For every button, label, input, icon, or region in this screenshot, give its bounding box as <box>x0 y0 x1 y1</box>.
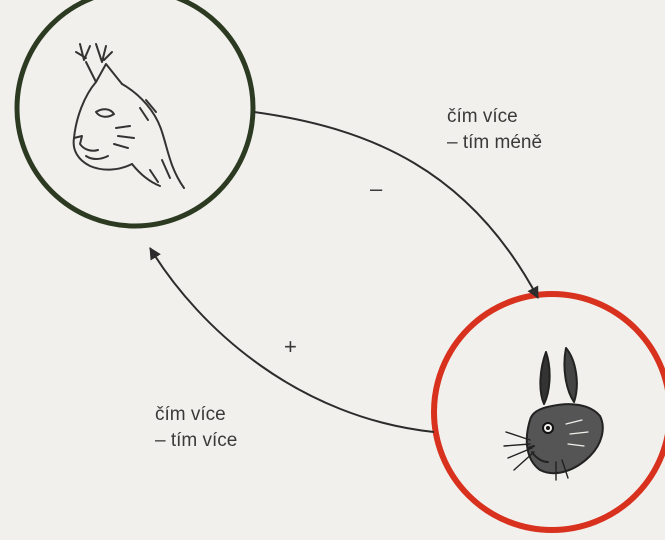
negative-sign: – <box>370 176 382 202</box>
predator-circle <box>17 0 253 226</box>
caption-prey-to-predator: čím více – tím více <box>155 402 237 454</box>
caption-line: – tím méně <box>447 130 542 156</box>
caption-line: – tím více <box>155 428 237 454</box>
hare-head-icon <box>504 348 603 480</box>
positive-sign: + <box>284 334 297 360</box>
caption-line: čím více <box>155 402 237 428</box>
caption-predator-to-prey: čím více – tím méně <box>447 104 542 156</box>
caption-line: čím více <box>447 104 542 130</box>
lynx-head-icon <box>74 44 184 188</box>
